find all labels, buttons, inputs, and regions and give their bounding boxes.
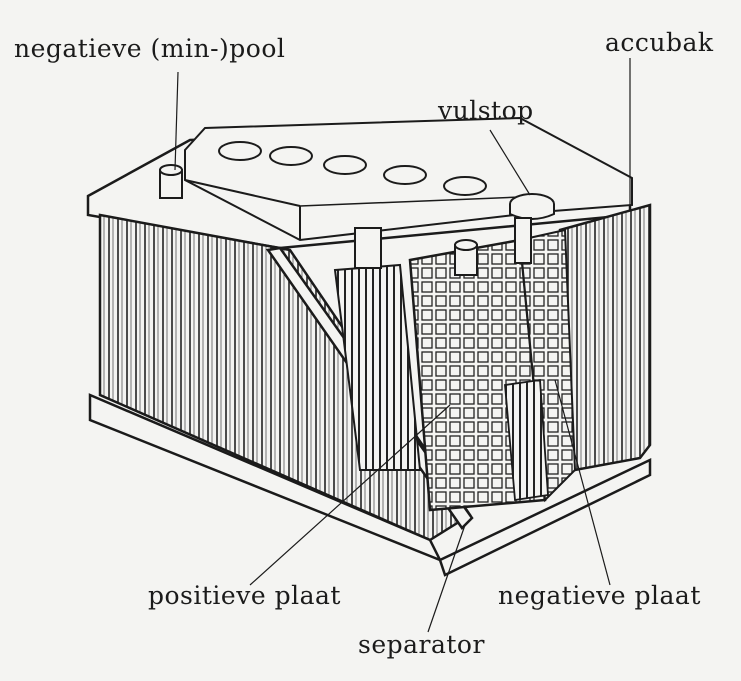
leader-lines xyxy=(174,58,631,633)
leader-separator xyxy=(427,524,466,633)
label-fill-cap: vulstop xyxy=(438,96,534,125)
battery-side-wall xyxy=(438,203,652,577)
label-case: accubak xyxy=(605,28,714,57)
leader-negative-pole xyxy=(174,71,179,171)
label-positive-plate: positieve plaat xyxy=(148,581,341,610)
terminal-pole xyxy=(159,164,183,199)
cell-connector xyxy=(354,217,532,276)
leader-negative-plate xyxy=(554,379,611,586)
leader-fill-cap xyxy=(489,129,531,196)
label-negative-plate: negatieve plaat xyxy=(498,581,701,610)
leader-positive-plate xyxy=(249,404,451,586)
label-separator: separator xyxy=(358,630,485,659)
fill-caps xyxy=(218,141,555,220)
label-negative-pole: negatieve (min-)pool xyxy=(14,34,286,63)
cell-plates xyxy=(333,228,577,512)
